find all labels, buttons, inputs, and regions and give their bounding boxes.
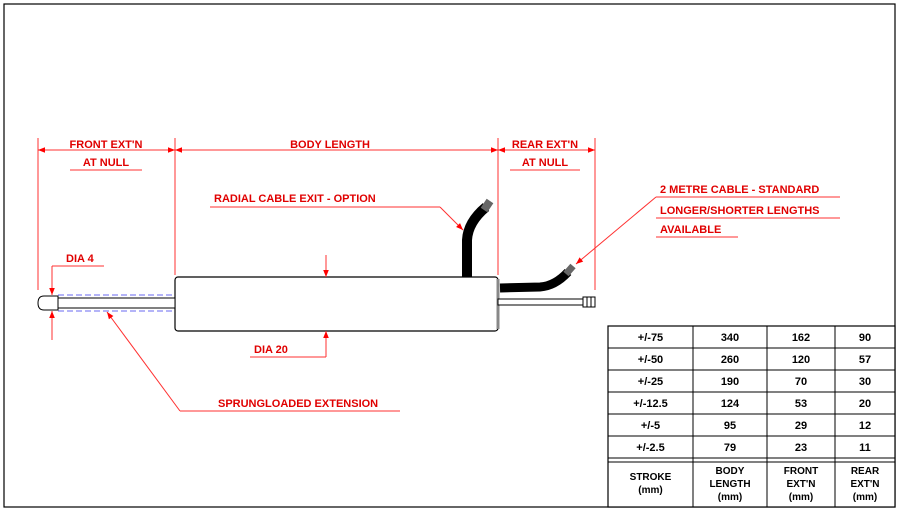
front-ext-at-null-label: AT NULL [83, 157, 130, 169]
front-ext-label: FRONT EXT'N [70, 139, 143, 151]
table-header: LENGTH [709, 479, 750, 490]
radial-cable-label: RADIAL CABLE EXIT - OPTION [214, 193, 376, 205]
table-cell: +/-50 [638, 354, 663, 366]
table-cell: +/-25 [638, 376, 663, 388]
table-header: REAR [851, 466, 880, 477]
table-cell: 162 [792, 332, 810, 344]
sprungloaded-label: SPRUNGLOADED EXTENSION [218, 398, 378, 410]
table-cell: 124 [721, 398, 740, 410]
table-header: EXT'N [850, 479, 879, 490]
table-cell: 79 [724, 442, 736, 454]
table-cell: 90 [859, 332, 871, 344]
drawing-border [3, 3, 896, 508]
table-cell: 70 [795, 376, 807, 388]
table-cell: 12 [859, 420, 871, 432]
dia20-label: DIA 20 [254, 344, 288, 356]
radial-cable [462, 203, 490, 277]
front-rod [37, 294, 176, 312]
table-cell: 53 [795, 398, 807, 410]
cable-available-label: AVAILABLE [660, 224, 721, 236]
table-cell: 11 [859, 442, 871, 454]
table-cell: 190 [721, 376, 739, 388]
cable-standard-label: 2 METRE CABLE - STANDARD [660, 184, 819, 196]
table-header: FRONT [784, 466, 818, 477]
table-cell: 30 [859, 376, 871, 388]
table-cell: +/-5 [641, 420, 660, 432]
stroke-spec-table: +/-75 340 162 90 +/-50 260 120 57 +/-25 190 70 30 +/… [607, 325, 896, 508]
table-header: STROKE [630, 472, 672, 483]
body-length-label: BODY LENGTH [290, 139, 370, 151]
table-cell: 20 [859, 398, 871, 410]
dia4-label: DIA 4 [66, 253, 95, 265]
table-cell: 120 [792, 354, 810, 366]
dimension-lines [37, 138, 596, 290]
rear-ext-at-null-label: AT NULL [522, 157, 569, 169]
table-cell: +/-75 [638, 332, 663, 344]
table-cell: 95 [724, 420, 736, 432]
rear-rod [497, 296, 596, 308]
radial-cable-end [480, 198, 494, 213]
cable-lengths-label: LONGER/SHORTER LENGTHS [660, 205, 820, 217]
table-header: (mm) [718, 492, 742, 503]
table-cell: 57 [859, 354, 871, 366]
axial-cable [499, 268, 572, 293]
table-header: EXT'N [786, 479, 815, 490]
table-header: BODY [716, 466, 745, 477]
rear-ext-label: REAR EXT'N [512, 139, 578, 151]
axial-cable-end [563, 263, 576, 277]
table-header: (mm) [853, 492, 877, 503]
table-cell: 340 [721, 332, 739, 344]
table-cell: +/-2.5 [636, 442, 664, 454]
table-cell: 260 [721, 354, 739, 366]
transducer-body [174, 276, 500, 332]
table-cell: 29 [795, 420, 807, 432]
table-header: (mm) [638, 485, 662, 496]
table-header: (mm) [789, 492, 813, 503]
table-cell: 23 [795, 442, 807, 454]
table-cell: +/-12.5 [633, 398, 668, 410]
